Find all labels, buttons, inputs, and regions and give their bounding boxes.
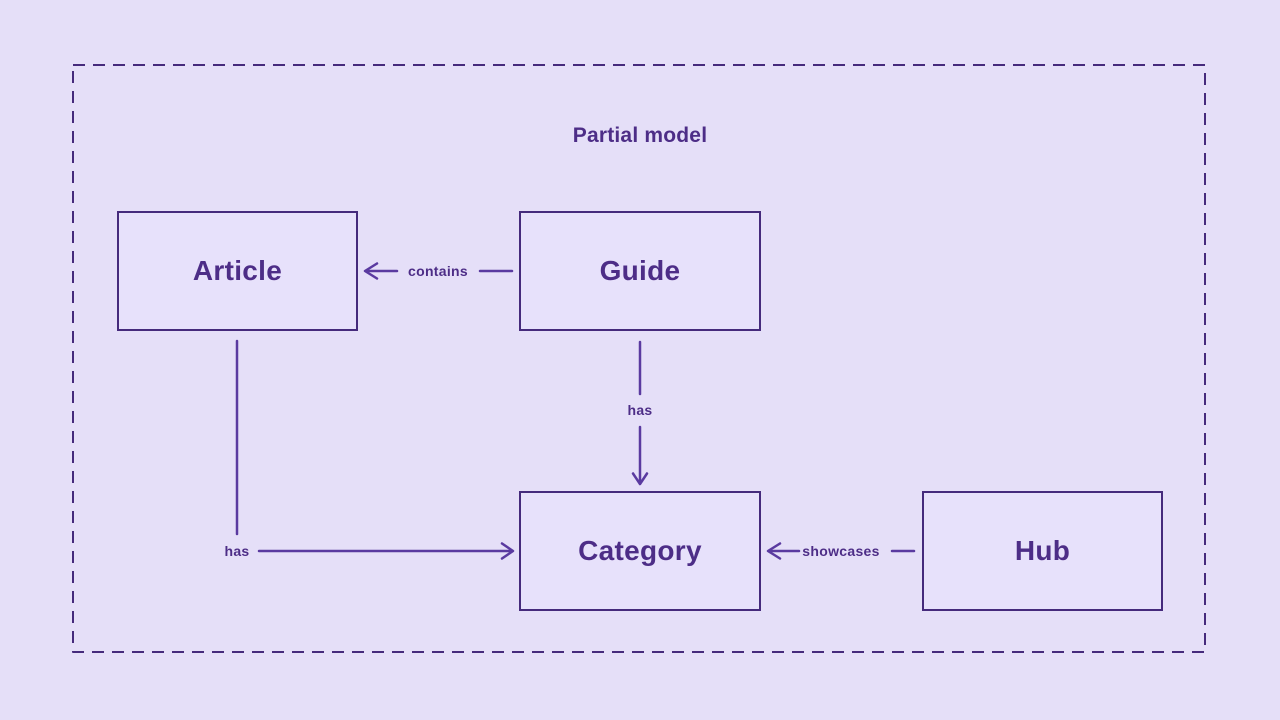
node-hub-label: Hub: [1014, 535, 1071, 566]
edge-article-has-category: [235, 339, 515, 560]
node-article: Article: [117, 211, 358, 331]
edge-hub-showcases-category: [766, 542, 916, 560]
edge-label-contains: contains: [408, 263, 468, 279]
node-hub: Hub: [922, 491, 1163, 611]
edge-label-guide-has: has: [627, 402, 653, 418]
dashed-frame: [72, 64, 1206, 653]
node-article-label: Article: [192, 255, 283, 286]
node-guide-label: Guide: [599, 255, 681, 286]
edge-guide-has-category: [631, 340, 649, 486]
node-category: Category: [519, 491, 761, 611]
arrowhead-down-icon: [631, 472, 649, 486]
edge-guide-contains-article: [363, 262, 514, 280]
edge-label-showcases: showcases: [802, 543, 880, 559]
edge-label-article-has: has: [224, 543, 250, 559]
diagram-title: Partial model: [572, 124, 708, 147]
arrowhead-right-icon: [500, 542, 515, 560]
node-guide: Guide: [519, 211, 761, 331]
node-category-label: Category: [578, 535, 702, 566]
